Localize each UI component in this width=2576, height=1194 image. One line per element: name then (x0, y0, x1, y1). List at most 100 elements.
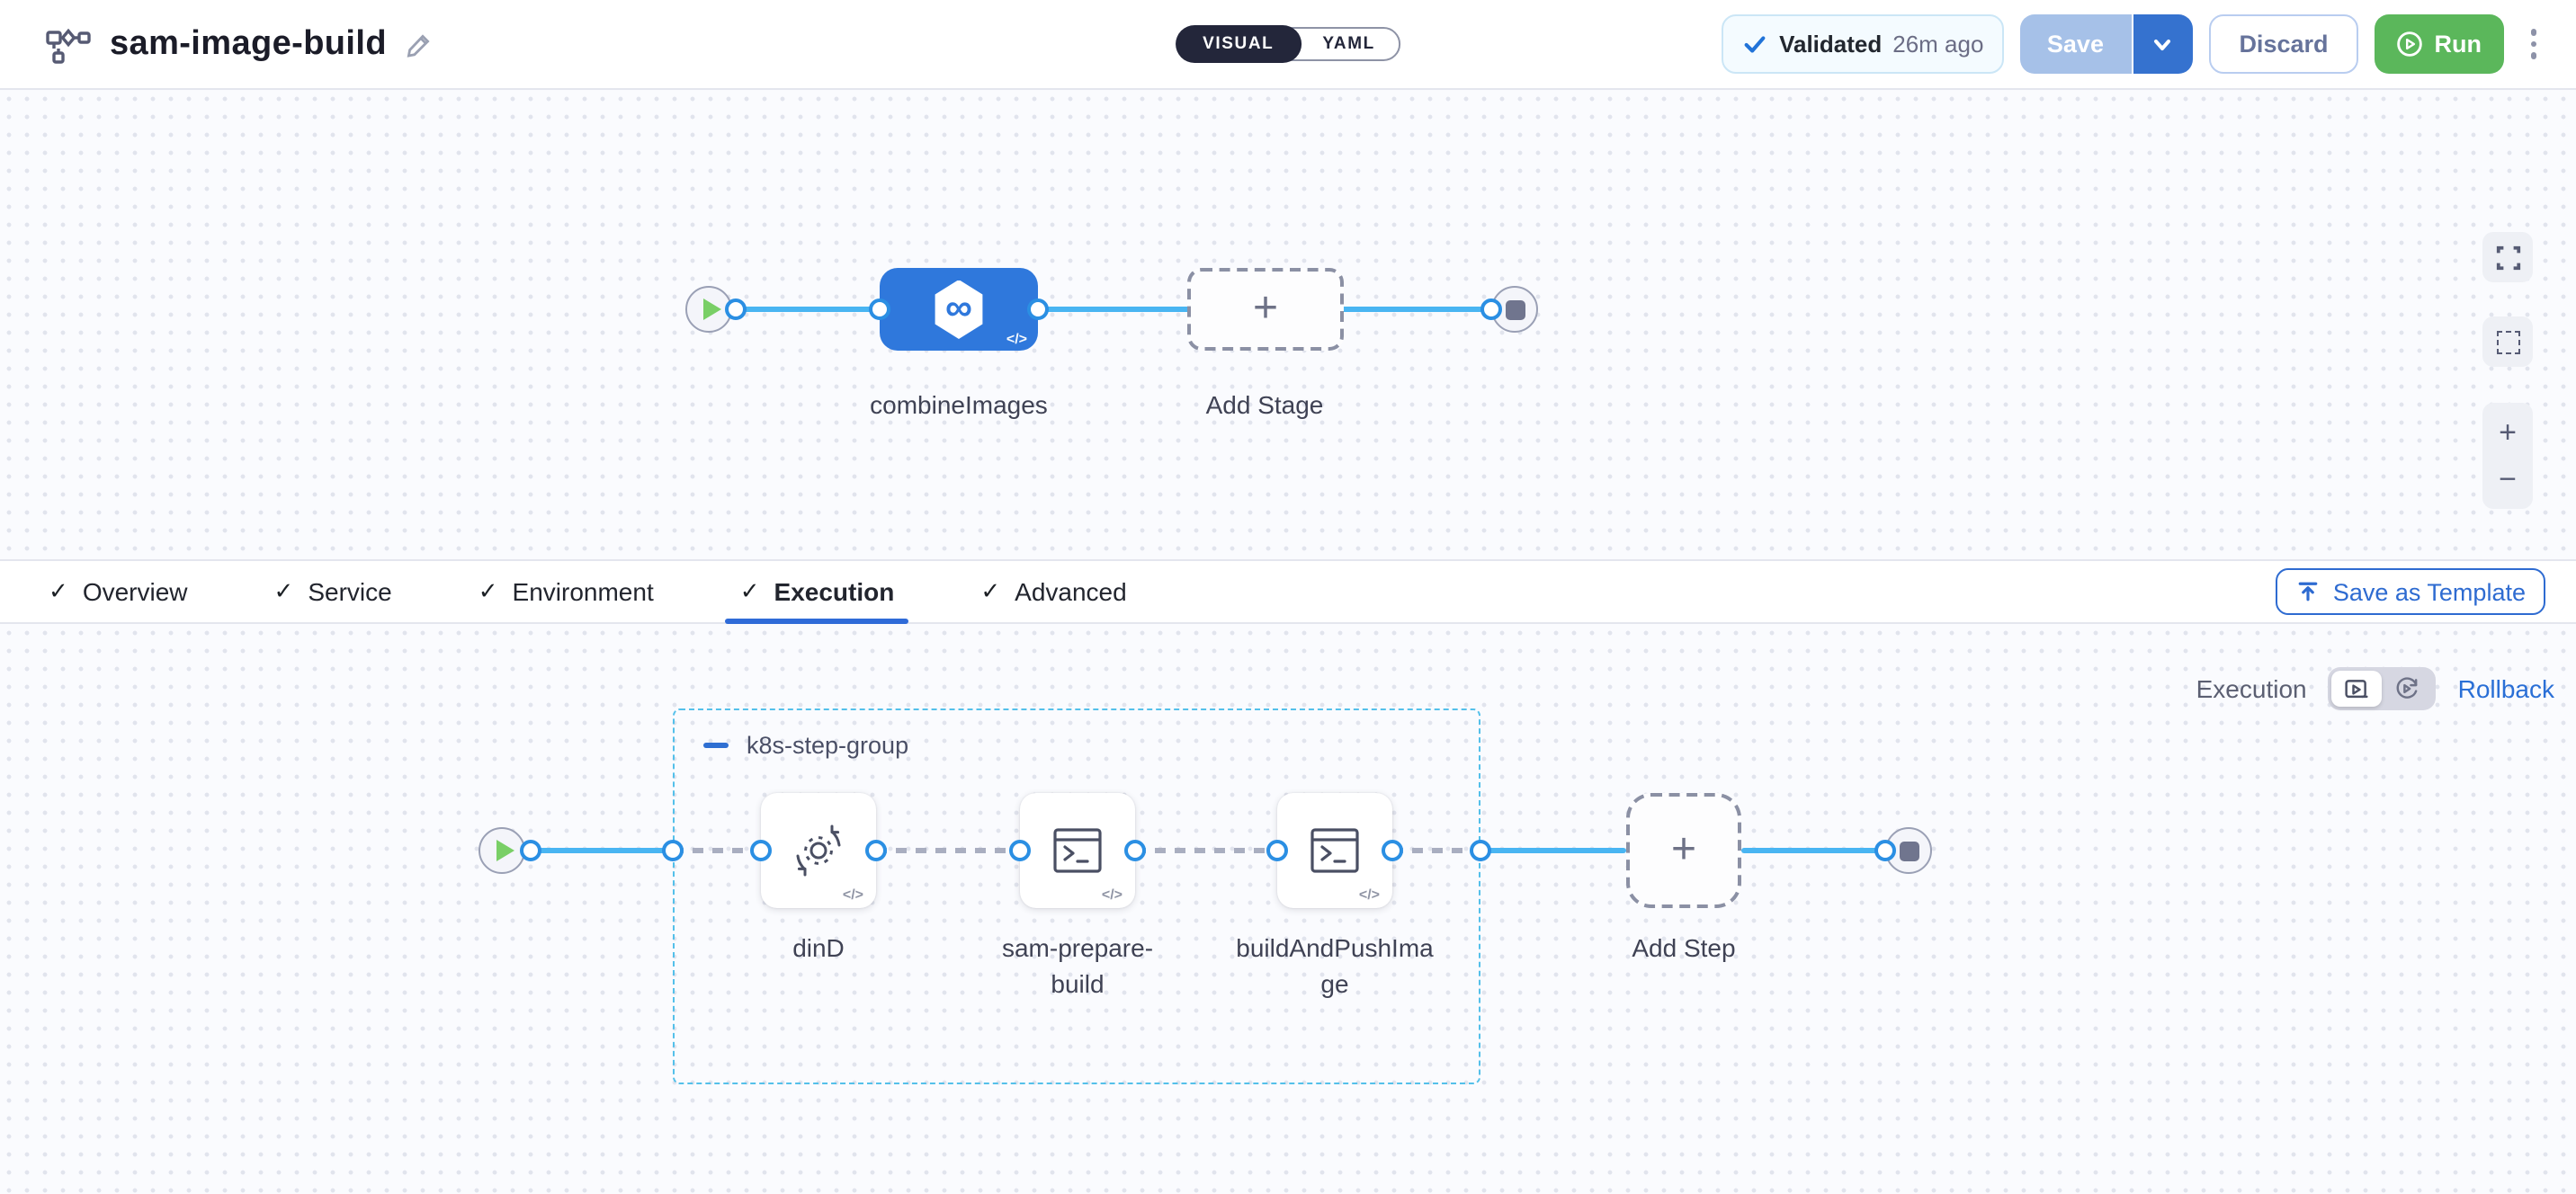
step-node-buildandpushimage[interactable]: </> (1277, 793, 1392, 908)
step-node-dind[interactable]: </> (761, 793, 876, 908)
connector-line-dashed (1392, 848, 1480, 853)
chevron-down-icon (2154, 39, 2171, 49)
custom-stage-icon: ∞ (935, 280, 983, 339)
execution-canvas[interactable]: Execution Rollback (0, 624, 2576, 1194)
rollback-icon (2397, 677, 2418, 699)
code-badge-icon: </> (1358, 887, 1380, 903)
add-stage-label[interactable]: Add Stage (1205, 390, 1324, 419)
gear-sync-icon (796, 824, 841, 877)
plus-icon: + (1252, 284, 1278, 333)
connector-port[interactable] (750, 840, 772, 861)
collapse-group-icon[interactable] (703, 742, 729, 749)
check-icon: ✓ (49, 577, 68, 604)
upload-icon (2298, 582, 2318, 601)
pipeline-icon (45, 22, 92, 66)
pipeline-start-node (685, 286, 732, 333)
discard-button[interactable]: Discard (2208, 14, 2359, 74)
run-play-icon (2397, 31, 2423, 57)
connector-port[interactable] (1382, 840, 1403, 861)
stage-canvas[interactable]: ∞ </> + combineImages Add Stage + − (0, 90, 2576, 559)
code-badge-icon: </> (842, 887, 863, 903)
check-icon: ✓ (739, 577, 760, 604)
start-play-icon (496, 840, 514, 861)
terminal-icon (1053, 828, 1102, 873)
tab-environment[interactable]: ✓ Environment (478, 577, 654, 606)
connector-port[interactable] (869, 298, 890, 320)
header-actions: Validated 26m ago Save Discard Run (1722, 14, 2576, 74)
phase-switch-row: Execution Rollback (2196, 667, 2554, 710)
connector-port[interactable] (1470, 840, 1491, 861)
connector-port[interactable] (1009, 840, 1031, 861)
step-label[interactable]: dinD (792, 933, 845, 962)
connector-port[interactable] (865, 840, 887, 861)
stage-node-combineimages[interactable]: ∞ </> (880, 268, 1038, 351)
run-label: Run (2434, 31, 2482, 58)
stage-config-tabbar: ✓ Overview ✓ Service ✓ Environment ✓ Exe… (0, 559, 2576, 624)
add-step-label[interactable]: Add Step (1632, 933, 1736, 962)
tab-yaml[interactable]: YAML (1322, 34, 1375, 54)
more-options-icon[interactable] (2519, 22, 2547, 67)
start-play-icon (702, 298, 720, 320)
execution-start-node (479, 827, 525, 874)
execution-steps-icon (2345, 679, 2369, 698)
execution-phase-label: Execution (2196, 674, 2307, 703)
check-icon: ✓ (273, 577, 294, 604)
connector-port[interactable] (1266, 840, 1288, 861)
connector-line (1038, 307, 1193, 312)
connector-port[interactable] (1027, 298, 1049, 320)
header-bar: sam-image-build VISUAL YAML Validated 26… (0, 0, 2576, 90)
rollback-link[interactable]: Rollback (2457, 674, 2554, 703)
zoom-controls: + − (2482, 403, 2533, 509)
rollback-phase-button[interactable] (2383, 671, 2433, 707)
stage-label[interactable]: combineImages (870, 390, 1048, 419)
validated-time: 26m ago (1892, 31, 1984, 58)
tab-visual[interactable]: VISUAL (1176, 25, 1301, 63)
code-badge-icon: </> (1101, 887, 1123, 903)
marquee-select-icon (2496, 330, 2519, 353)
connector-port[interactable] (662, 840, 684, 861)
zoom-out-button[interactable]: − (2499, 462, 2517, 496)
save-menu-button[interactable] (2131, 14, 2193, 74)
connector-line (531, 848, 673, 853)
tab-execution[interactable]: ✓ Execution (725, 561, 909, 624)
add-stage-button[interactable]: + (1187, 268, 1344, 351)
connector-port[interactable] (1124, 840, 1146, 861)
run-button[interactable]: Run (2375, 14, 2503, 74)
tab-overview[interactable]: ✓ Overview (49, 577, 188, 606)
fullscreen-button[interactable] (2482, 232, 2533, 282)
step-group-label[interactable]: k8s-step-group (747, 732, 909, 759)
validated-badge[interactable]: Validated 26m ago (1722, 14, 2004, 74)
connector-port[interactable] (520, 840, 541, 861)
connector-port[interactable] (1874, 840, 1896, 861)
stop-icon (1505, 299, 1525, 319)
validated-check-icon (1744, 36, 1766, 53)
fullscreen-icon (2495, 245, 2520, 270)
edit-title-icon[interactable] (405, 30, 434, 58)
tabs: ✓ Overview ✓ Service ✓ Environment ✓ Exe… (0, 561, 1141, 624)
execution-end-node (1885, 827, 1932, 874)
execution-phase-button[interactable] (2331, 671, 2383, 707)
save-split-button: Save (2019, 14, 2193, 74)
tab-service[interactable]: ✓ Service (273, 577, 392, 606)
step-node-sam-prepare-build[interactable]: </> (1020, 793, 1135, 908)
step-label[interactable]: buildAndPushImage (1236, 933, 1434, 998)
terminal-icon (1310, 828, 1359, 873)
step-label[interactable]: sam-prepare-build (1001, 933, 1154, 998)
multi-select-button[interactable] (2482, 316, 2533, 367)
plus-icon: + (1670, 825, 1696, 874)
check-icon: ✓ (478, 577, 498, 604)
save-button[interactable]: Save (2019, 14, 2132, 74)
tab-advanced[interactable]: ✓ Advanced (980, 577, 1127, 606)
save-as-template-button[interactable]: Save as Template (2275, 568, 2545, 615)
code-badge-icon: </> (1006, 331, 1027, 347)
connector-port[interactable] (1480, 298, 1502, 320)
phase-toggle (2328, 667, 2437, 710)
add-step-button[interactable]: + (1626, 793, 1741, 908)
stop-icon (1899, 841, 1919, 860)
zoom-in-button[interactable]: + (2499, 415, 2517, 450)
step-group-k8s[interactable]: k8s-step-group (673, 708, 1480, 1084)
validated-label: Validated (1779, 31, 1883, 58)
connector-line-dashed (673, 848, 761, 853)
connector-port[interactable] (725, 298, 747, 320)
